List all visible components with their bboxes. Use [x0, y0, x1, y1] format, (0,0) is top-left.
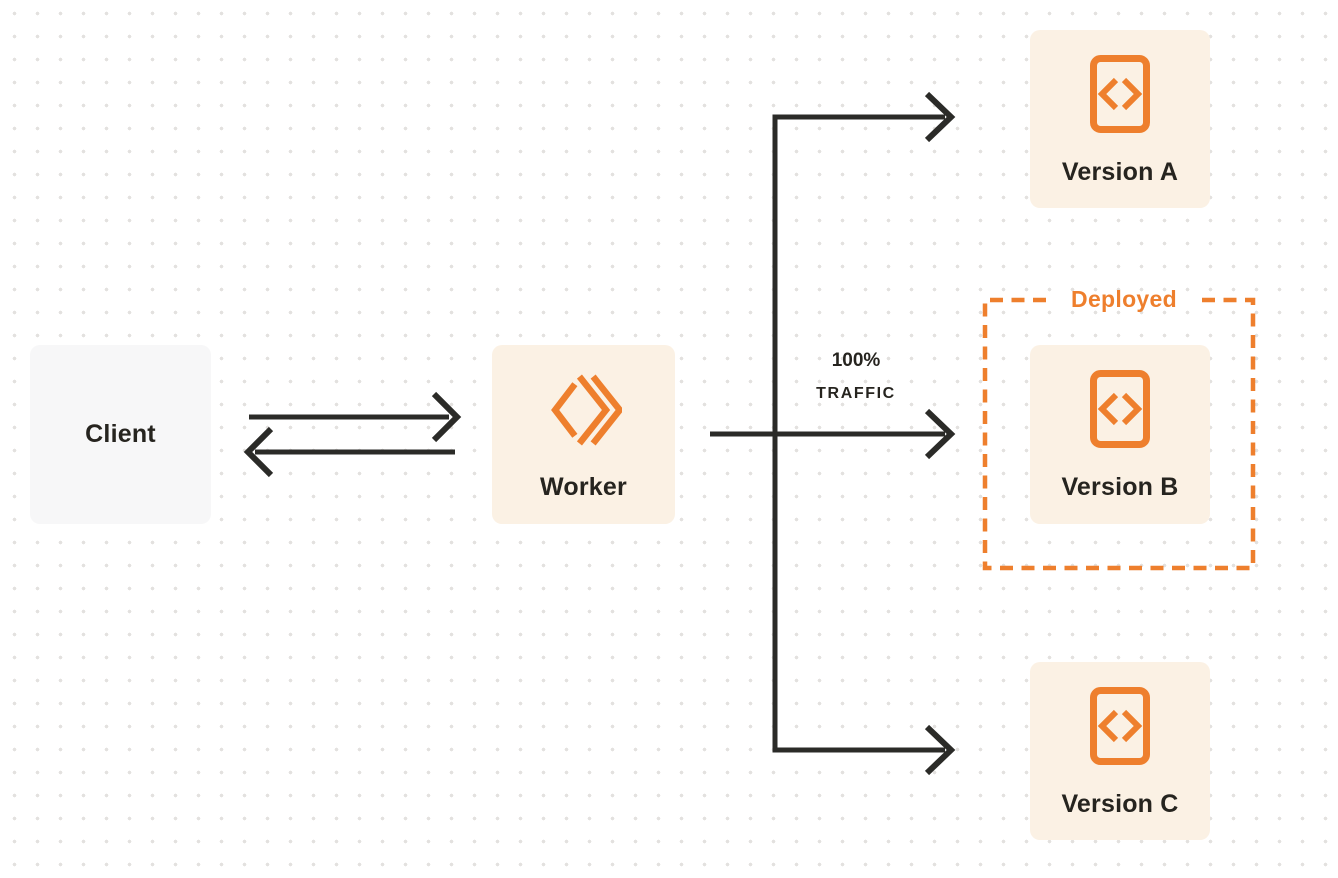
response-arrowhead-icon	[243, 426, 274, 478]
version-a-label: Version A	[1061, 157, 1179, 186]
traffic-label: 100% TRAFFIC	[790, 350, 922, 403]
version-a-node: Version A	[1030, 30, 1210, 208]
traffic-percent-text: 100%	[831, 350, 881, 371]
client-label: Client	[85, 420, 156, 448]
version-c-node: Version C	[1030, 662, 1210, 840]
version-b-node: Version B	[1030, 345, 1210, 524]
version-b-arrowhead-icon	[924, 408, 956, 460]
client-node: Client	[30, 345, 211, 524]
worker-label: Worker	[540, 473, 627, 501]
deployed-badge-label: Deployed	[1071, 286, 1177, 312]
code-file-icon	[1090, 686, 1150, 765]
traffic-word-text: TRAFFIC	[816, 385, 896, 402]
traffic-split-bracket-line	[772, 114, 945, 753]
version-a-arrowhead-icon	[924, 91, 956, 143]
request-arrowhead-icon	[431, 391, 462, 443]
code-file-icon	[1090, 370, 1150, 448]
version-c-arrowhead-icon	[924, 724, 956, 776]
version-b-label: Version B	[1061, 473, 1179, 501]
worker-double-chevron-icon	[550, 374, 622, 446]
worker-node: Worker	[492, 345, 675, 524]
version-c-label: Version C	[1061, 789, 1179, 818]
code-file-icon	[1090, 54, 1150, 133]
